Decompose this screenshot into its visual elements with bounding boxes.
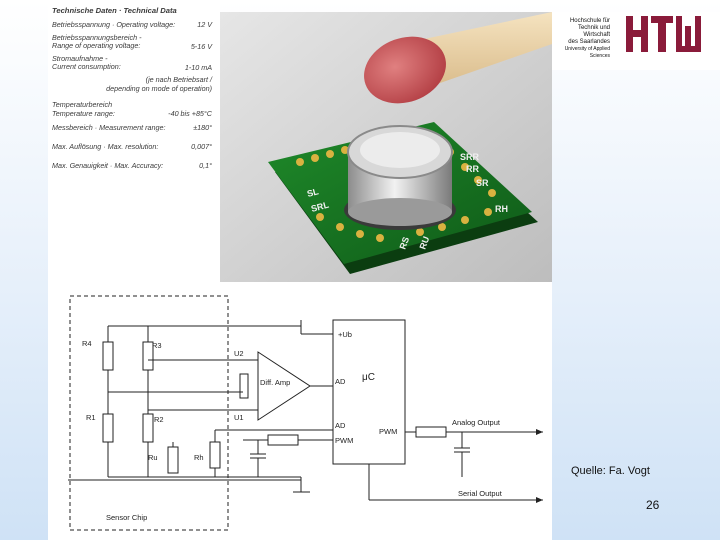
pcb-label: RH <box>495 204 508 214</box>
matchstick <box>410 12 552 90</box>
pcb-label: SR <box>476 178 489 188</box>
pcb-label: RR <box>466 164 479 174</box>
pcb-label: SL <box>306 186 320 199</box>
specs-title: Technische Daten · Technical Data <box>52 6 177 15</box>
pcb-label: SRR <box>460 152 480 162</box>
pcb-label: RS <box>397 236 411 251</box>
logo-text: Hochschule für Technik und Wirtschaft de… <box>564 18 610 59</box>
ad-label: AD <box>335 421 346 430</box>
u1-label: U1 <box>234 413 244 422</box>
mcu-label: μC <box>362 372 375 383</box>
analog-output-label: Analog Output <box>452 418 501 427</box>
spec-row: Max. Genauigkeit · Max. Accuracy:0,1° <box>52 160 212 170</box>
match-head <box>364 36 446 104</box>
spec-value: 5-16 V <box>190 41 212 51</box>
diff-amp-symbol <box>257 351 311 421</box>
spec-row: Betriebsspannungsbereich -Range of opera… <box>52 32 212 51</box>
source-credit: Quelle: Fa. Vogt <box>571 465 650 477</box>
r3-label: R3 <box>152 341 162 350</box>
r4-label: R4 <box>82 339 92 348</box>
circuit-schematic: +Ub R4 R3 R1 R2 Ru Rh U2 U1 Diff. Amp μC… <box>68 295 543 531</box>
technical-data-list: Technische Daten · Technical Data Betrie… <box>52 6 218 174</box>
pwm-in-label: PWM <box>335 436 353 445</box>
sensor-board-photo: SRR RR SR RH SL SRL RU RS <box>220 12 552 282</box>
rh-label: Rh <box>194 453 204 462</box>
serial-output-label: Serial Output <box>458 489 503 498</box>
university-logo <box>552 12 720 70</box>
spec-value: 0,007° <box>191 141 212 151</box>
spec-value: 0,1° <box>199 160 212 170</box>
spec-row: Messbereich · Measurement range:±180° <box>52 123 212 133</box>
vcc-label: +Ub <box>338 330 352 339</box>
diff-amp-label: Diff. Amp <box>260 378 290 387</box>
htw-logo-mark <box>626 16 701 52</box>
specs-panel <box>48 0 220 290</box>
spec-note: (je nach Betriebsart /depending on mode … <box>106 74 212 93</box>
r1-label: R1 <box>86 413 96 422</box>
u2-label: U2 <box>234 349 244 358</box>
spec-row: Max. Auflösung · Max. resolution:0,007° <box>52 141 212 151</box>
r2-label: R2 <box>154 415 164 424</box>
spec-value: 12 V <box>197 20 212 29</box>
pwm-out-label: PWM <box>379 427 397 436</box>
ad-label: AD <box>335 377 346 386</box>
spec-value: -40 bis +85°C <box>168 109 212 119</box>
sensor-chip-label: Sensor Chip <box>106 513 147 522</box>
page-number: 26 <box>646 498 660 512</box>
pcb-label: RU <box>417 235 431 251</box>
ru-label: Ru <box>148 453 158 462</box>
sensor-chip-boundary <box>69 295 229 531</box>
schematic-panel <box>48 282 552 540</box>
spec-row: Betriebsspannung · Operating voltage:12 … <box>52 20 212 29</box>
spec-row: Stromaufnahme -Current consumption:1-10 … <box>52 53 212 72</box>
spec-value: ±180° <box>193 123 212 133</box>
spec-value: 1-10 mA <box>184 62 212 72</box>
pcb-label: SRL <box>310 199 330 213</box>
